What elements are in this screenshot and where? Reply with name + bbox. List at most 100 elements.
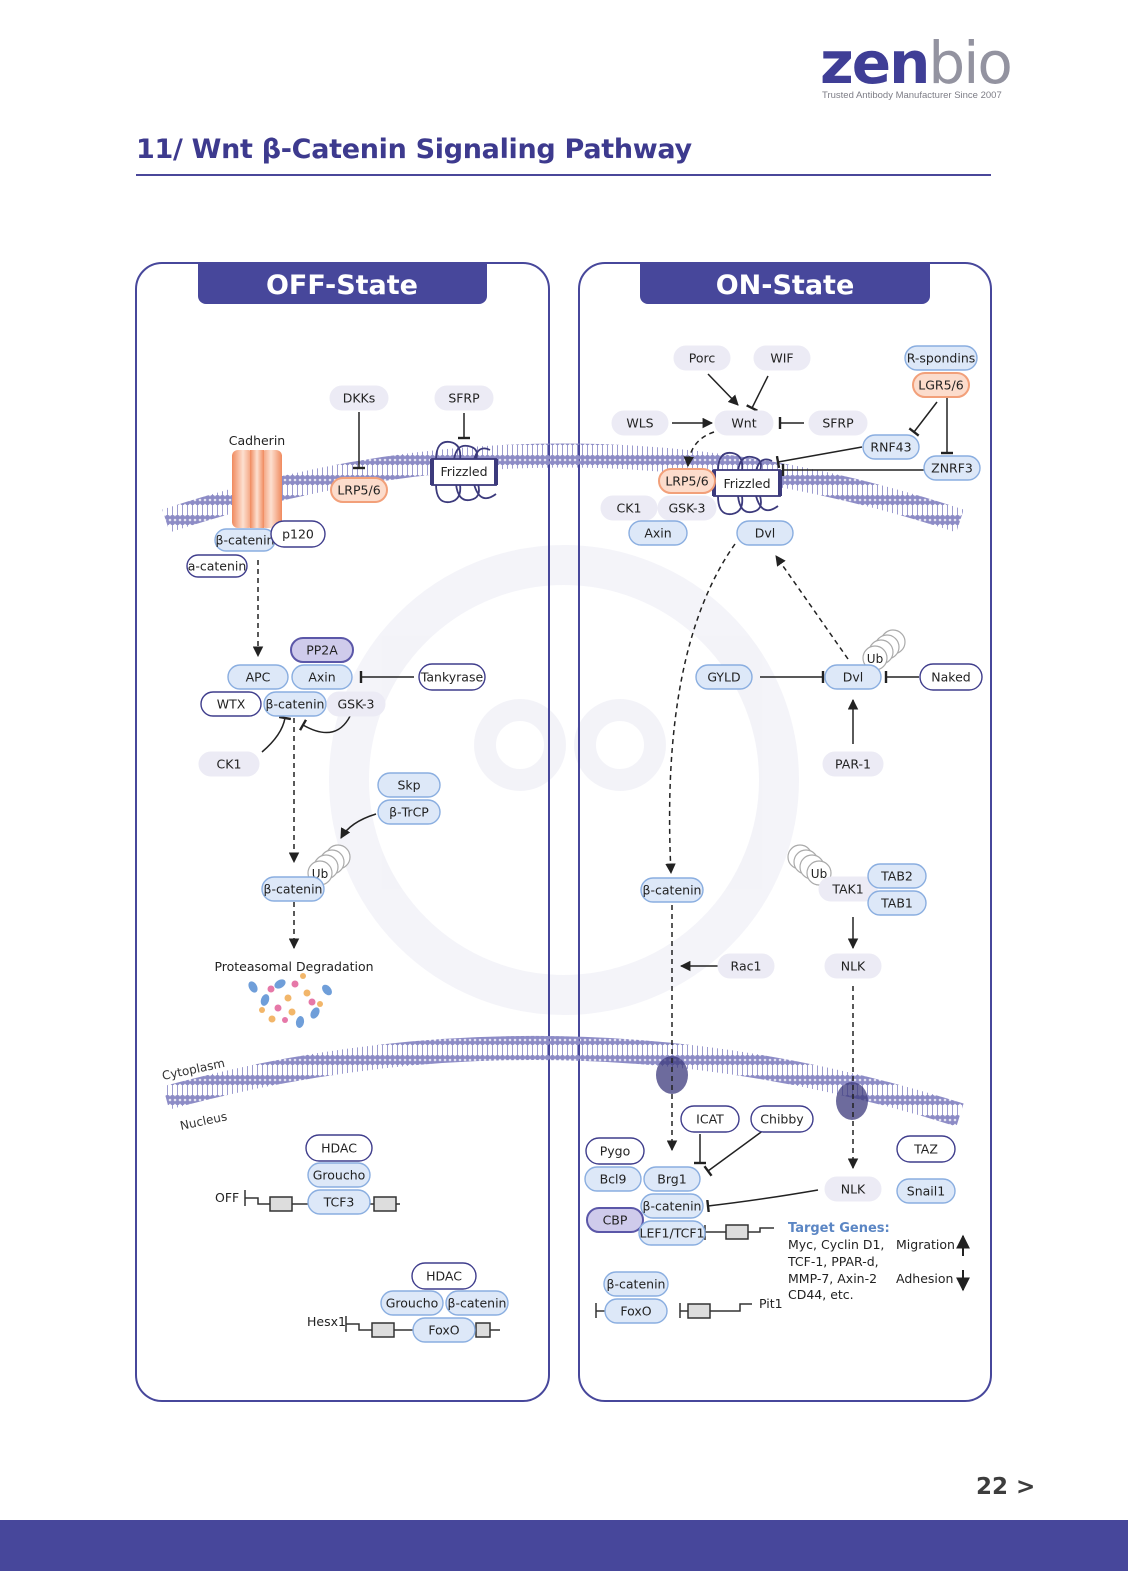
node-label-on-par1: PAR-1 (835, 757, 871, 772)
node-on-bcl9: Bcl9 (584, 1166, 642, 1192)
node-on-bcat: β-catenin (640, 877, 704, 903)
node-label-on-bcat-nuc: β-catenin (643, 1199, 702, 1214)
node-label-on-lgr: LGR5/6 (918, 378, 964, 393)
node-label-off-apc: APC (246, 670, 271, 685)
node-label-on-snail1: Snail1 (907, 1184, 945, 1199)
node-on-nlk: NLK (824, 953, 882, 979)
gene-hesx1-promoter (345, 1316, 500, 1338)
node-label-on-porc: Porc (689, 351, 716, 366)
node-label-on-bcl9: Bcl9 (600, 1172, 627, 1187)
node-on-pygo: Pygo (585, 1137, 645, 1165)
node-on-tab2: TAB2 (867, 863, 927, 889)
node-on-tak1: TAK1 (818, 876, 878, 902)
node-label-on-bcat: β-catenin (643, 883, 702, 898)
node-off-foxo: FoxO (412, 1317, 476, 1343)
node-off-p120: p120 (270, 520, 326, 548)
frizzled-label-on: Frizzled (723, 476, 770, 491)
node-off-skp: Skp (377, 772, 441, 798)
off-gene-label: OFF (215, 1190, 239, 1205)
node-label-on-rnf43: RNF43 (870, 440, 911, 455)
node-on-tab1: TAB1 (867, 890, 927, 916)
node-off-bcat-membrane: β-catenin (214, 528, 276, 552)
ub-chain-tak1 (787, 844, 832, 886)
node-off-bcat-complex: β-catenin (263, 691, 327, 717)
node-label-on-lrp: LRP5/6 (665, 474, 708, 489)
pathway-edge-11 (746, 375, 769, 412)
node-on-rac1: Rac1 (717, 953, 775, 979)
node-off-sfrp: SFRP (434, 385, 494, 411)
watermark-logo (329, 545, 799, 1015)
node-off-pp2a: PP2A (290, 637, 354, 663)
node-off-apc: APC (227, 664, 289, 690)
node-label-off-groucho1: Groucho (313, 1168, 366, 1183)
node-label-off-groucho2: Groucho (386, 1296, 439, 1311)
node-label-off-tcf3: TCF3 (323, 1195, 355, 1210)
pathway-edge-30 (706, 1189, 819, 1213)
node-label-on-wls: WLS (626, 416, 653, 431)
node-off-gsk3: GSK-3 (326, 691, 386, 717)
migration-label: Migration (896, 1237, 955, 1252)
node-on-znrf3: ZNRF3 (923, 455, 981, 481)
brand-logo: zenbio Trusted Antibody Manufacturer Sin… (820, 29, 1030, 104)
target-genes-line-4: CD44, etc. (788, 1287, 854, 1302)
node-on-naked: Naked (919, 663, 983, 691)
node-on-axin: Axin (628, 520, 688, 546)
node-off-groucho2: Groucho (380, 1290, 444, 1316)
node-label-on-gsk3: GSK-3 (669, 501, 706, 516)
node-on-bcat-foxo: β-catenin (603, 1271, 669, 1297)
pathway-edge-29 (703, 1129, 765, 1177)
node-label-on-tab2: TAB2 (880, 869, 913, 884)
on-header-tab (640, 263, 930, 304)
node-label-off-ck1: CK1 (217, 757, 242, 772)
cadherin-receptor (232, 450, 282, 528)
node-label-off-bcat-ub: β-catenin (264, 882, 323, 897)
node-label-on-dvl: Dvl (843, 670, 864, 685)
pathway-edge-14 (683, 431, 715, 468)
node-off-dkks: DKKs (329, 385, 389, 411)
node-label-off-wtx: WTX (217, 697, 246, 712)
node-off-tcf3: TCF3 (307, 1189, 371, 1215)
title-rule (136, 174, 991, 176)
node-label-on-chibby: Chibby (760, 1112, 804, 1127)
node-on-lgr: LGR5/6 (912, 372, 970, 398)
node-label-on-gyld: GYLD (707, 670, 740, 685)
node-label-on-naked: Naked (931, 670, 970, 685)
off-header-tab (198, 263, 487, 304)
node-label-on-icat: ICAT (696, 1112, 724, 1127)
ub-chain-dvl (862, 629, 906, 671)
node-label-on-foxo: FoxO (620, 1304, 651, 1319)
target-genes-line-2: TCF-1, PPAR-d, (787, 1254, 879, 1269)
ub-label-tak1: Ub (811, 867, 827, 881)
node-on-ck1: CK1 (600, 495, 658, 521)
page-title: 11/ Wnt β-Catenin Signaling Pathway (136, 134, 692, 165)
node-label-off-tankyrase: Tankyrase (420, 670, 484, 685)
node-label-off-pp2a: PP2A (306, 643, 338, 658)
pathway-edge-23 (665, 543, 736, 875)
on-header-label: ON-State (716, 270, 855, 301)
node-off-wtx: WTX (200, 691, 262, 717)
frizzled-receptor-off (430, 440, 498, 504)
node-on-snail1: Snail1 (896, 1178, 956, 1204)
node-off-bcat-foxo: β-catenin (445, 1290, 509, 1316)
brand-tagline: Trusted Antibody Manufacturer Since 2007 (822, 90, 1002, 101)
brand-wordmark: zenbio (820, 29, 1013, 97)
node-label-off-bcat-foxo: β-catenin (448, 1296, 507, 1311)
node-label-on-taz: TAZ (913, 1142, 938, 1157)
pit1-gene-label: Pit1 (759, 1296, 783, 1311)
target-genes-line-1: Myc, Cyclin D1, (788, 1237, 884, 1252)
node-on-chibby: Chibby (750, 1105, 814, 1133)
node-off-btrcp: β-TrCP (377, 799, 441, 825)
node-label-on-sfrp: SFRP (822, 416, 854, 431)
node-label-on-nlk-nuc: NLK (841, 1182, 866, 1197)
node-on-foxo: FoxO (604, 1298, 668, 1324)
hesx1-gene-label: Hesx1 (307, 1314, 346, 1329)
node-on-rspondins: R-spondins (904, 345, 978, 371)
node-label-off-bcat-membrane: β-catenin (216, 533, 275, 548)
gene-target-promoter (704, 1224, 774, 1240)
node-label-off-gsk3: GSK-3 (338, 697, 375, 712)
node-on-wif: WIF (753, 345, 811, 371)
node-label-on-rac1: Rac1 (731, 959, 762, 974)
node-on-taz: TAZ (896, 1135, 956, 1163)
node-label-off-bcat-complex: β-catenin (266, 697, 325, 712)
node-on-gsk3: GSK-3 (657, 495, 717, 521)
